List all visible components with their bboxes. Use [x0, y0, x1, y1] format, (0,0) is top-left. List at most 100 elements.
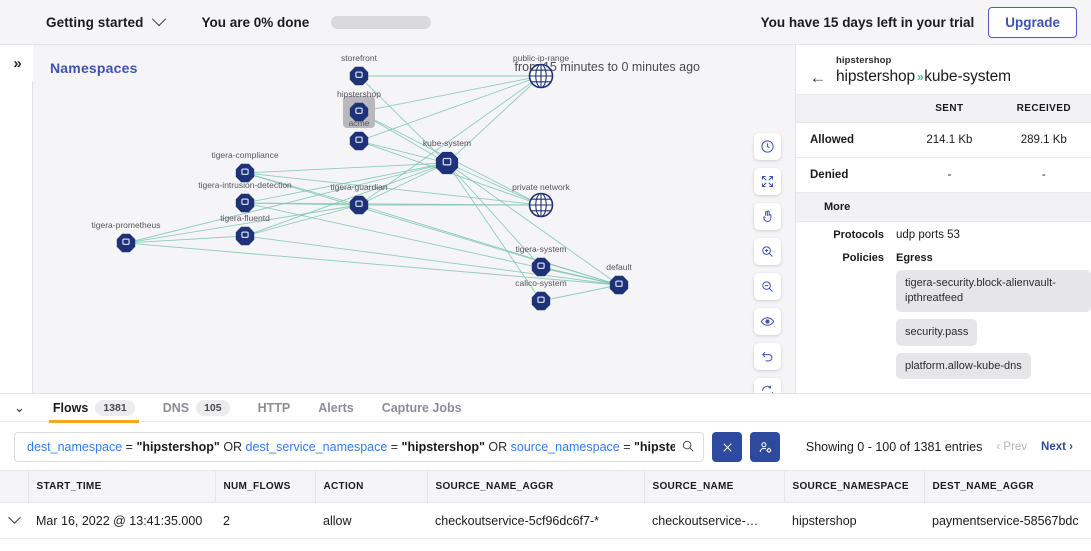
undo-icon[interactable]	[754, 343, 781, 370]
prev-page-button[interactable]: ‹ Prev	[996, 441, 1028, 453]
hand-icon[interactable]	[754, 203, 781, 230]
expand-icon[interactable]	[754, 168, 781, 195]
flows-col-dest_name_aggr[interactable]: DEST_NAME_AGGR	[924, 470, 1091, 503]
graph-node-tigera-guardian[interactable]: tigera-guardian	[330, 182, 388, 215]
tab-http[interactable]: HTTP	[244, 394, 305, 422]
graph-node-default[interactable]: default	[606, 262, 632, 295]
query-token-fld: source_namespace	[510, 440, 620, 454]
tab-label: Capture Jobs	[381, 400, 462, 415]
upgrade-button[interactable]: Upgrade	[988, 6, 1077, 38]
namespace-icon	[609, 275, 629, 295]
graph-edge	[358, 204, 620, 286]
details-title-source: hipstershop	[836, 68, 916, 85]
policy-chip[interactable]: tigera-security.block-alienvault-ipthrea…	[896, 270, 1091, 312]
graph-edge	[244, 162, 448, 204]
graph-node-tigera-system[interactable]: tigera-system	[515, 244, 567, 277]
tab-alerts[interactable]: Alerts	[304, 394, 367, 422]
trial-label: You have 15 days left in your trial	[760, 14, 975, 30]
flows-col-action[interactable]: ACTION	[315, 470, 428, 503]
tab-label: Flows	[52, 400, 89, 415]
graph-node-label: tigera-compliance	[211, 150, 278, 160]
stats-allowed-received: 289.1 Kb	[996, 122, 1091, 158]
service-graph[interactable]: Namespaces from 15 minutes to 0 minutes …	[33, 45, 795, 393]
globe-meridian	[535, 63, 547, 89]
flows-col-expander	[0, 470, 29, 503]
policies-content: Egress tigera-security.block-alienvault-…	[896, 252, 1091, 386]
details-title-row: ← hipstershop»kube-system	[808, 68, 1079, 86]
graph-edge	[244, 202, 542, 206]
getting-started-label[interactable]: Getting started	[46, 14, 144, 30]
policy-chip[interactable]: security.pass	[896, 318, 978, 346]
protocols-label: Protocols	[833, 229, 884, 241]
sidebar-expand-button[interactable]: »	[0, 45, 33, 81]
graph-node-public-ip-range[interactable]: public-ip-range	[513, 53, 569, 89]
node-screen-glyph	[241, 168, 249, 176]
tab-count-badge: 105	[196, 399, 230, 416]
graph-node-label: private network	[512, 182, 570, 192]
zoom-in-icon[interactable]	[754, 238, 781, 265]
flows-col-start_time[interactable]: START_TIME	[28, 470, 216, 503]
query-token-op: =	[387, 440, 402, 454]
tab-capture-jobs[interactable]: Capture Jobs	[368, 394, 476, 422]
more-section-header[interactable]: More	[796, 193, 1091, 222]
globe-grid	[529, 193, 553, 217]
graph-node-tigera-prometheus[interactable]: tigera-prometheus	[92, 220, 161, 253]
policy-chip[interactable]: platform.allow-kube-dns	[896, 352, 1031, 380]
cell-source_name_aggr: checkoutservice-5cf96dc6f7-*	[427, 502, 644, 539]
graph-node-tigera-compliance[interactable]: tigera-compliance	[211, 150, 279, 183]
flows-col-num_flows[interactable]: NUM_FLOWS	[215, 470, 316, 503]
clear-search-button[interactable]	[712, 432, 742, 462]
graph-node-hipstershop[interactable]: hipstershop	[337, 89, 381, 128]
graph-node-private-network[interactable]: private network	[512, 182, 571, 218]
graph-node-calico-system[interactable]: calico-system	[515, 278, 567, 311]
cell-action: allow	[315, 502, 427, 539]
tab-label: HTTP	[257, 400, 291, 415]
cell-num_flows: 2	[215, 502, 315, 539]
cell-dest_name_aggr: paymentservice-58567bdc	[924, 502, 1091, 539]
clock-icon[interactable]	[754, 133, 781, 160]
back-arrow-icon[interactable]: ←	[809, 67, 827, 87]
page-title: hipstershop»kube-system	[836, 68, 1011, 86]
graph-node-storefront[interactable]: storefront	[341, 53, 378, 86]
graph-time-range: from 15 minutes to 0 minutes ago	[514, 60, 700, 74]
search-icon[interactable]	[675, 439, 695, 456]
node-screen-glyph	[355, 136, 363, 144]
graph-node-label: tigera-system	[515, 244, 566, 254]
flows-col-source_name[interactable]: SOURCE_NAME	[644, 470, 785, 503]
query-token-op: =	[122, 440, 137, 454]
globe-grid	[529, 64, 553, 88]
graph-node-tigera-fluentd[interactable]: tigera-fluentd	[220, 213, 270, 246]
double-chevron-down-icon[interactable]: ⌄	[14, 400, 25, 415]
search-query-text: dest_namespace = "hipstershop" OR dest_s…	[27, 440, 675, 454]
user-settings-icon[interactable]	[750, 432, 780, 462]
flows-col-source_name_aggr[interactable]: SOURCE_NAME_AGGR	[427, 470, 645, 503]
double-chevron-right-icon: »	[13, 54, 21, 72]
chevron-down-icon[interactable]	[151, 12, 166, 27]
row-expander-chevron-down-icon[interactable]	[0, 502, 28, 539]
graph-edge	[244, 204, 360, 237]
refresh-icon[interactable]	[754, 378, 781, 393]
eye-icon[interactable]	[754, 308, 781, 335]
graph-node-acme[interactable]: acme	[349, 118, 370, 151]
details-title-dest: kube-system	[924, 68, 1011, 85]
stats-col-received: RECEIVED	[996, 94, 1091, 123]
graph-node-kube-system[interactable]: kube-system	[423, 138, 471, 175]
details-header: hipstershop ← hipstershop»kube-system	[796, 45, 1091, 94]
namespace-icon	[349, 102, 369, 122]
next-page-button[interactable]: Next ›	[1041, 441, 1073, 453]
protocols-row: Protocols udp ports 53	[796, 222, 1091, 243]
flows-col-source_namespace[interactable]: SOURCE_NAMESPACE	[784, 470, 925, 503]
node-screen-glyph	[355, 200, 363, 208]
cell-source_namespace: hipstershop	[784, 502, 924, 539]
zoom-out-icon[interactable]	[754, 273, 781, 300]
graph-edge	[358, 75, 542, 206]
search-input[interactable]: dest_namespace = "hipstershop" OR dest_s…	[14, 432, 704, 462]
getting-started-group: Getting started You are 0% done	[46, 12, 432, 30]
graph-node-tigera-intrusion-detection[interactable]: tigera-intrusion-detection	[198, 180, 292, 213]
